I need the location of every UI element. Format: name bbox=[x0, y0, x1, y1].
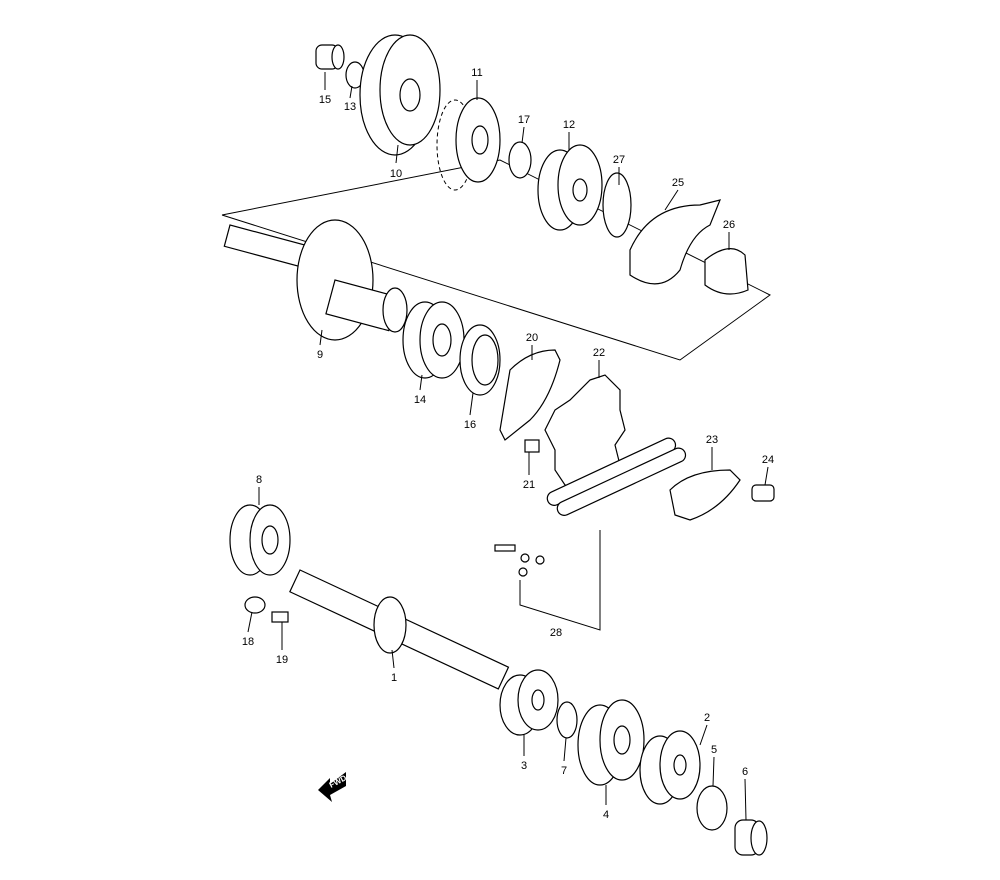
part-16-seal bbox=[459, 324, 501, 396]
part-1-main-shaft bbox=[289, 569, 510, 690]
callout-13: 13 bbox=[344, 101, 356, 113]
part-3-gear bbox=[499, 669, 559, 736]
callout-19: 19 bbox=[276, 654, 288, 666]
part-8-bearing bbox=[229, 504, 291, 576]
leader-lines bbox=[247, 72, 769, 821]
callout-5: 5 bbox=[711, 744, 717, 756]
group-outline bbox=[221, 159, 771, 361]
callout-8: 8 bbox=[256, 474, 262, 486]
part-21-bolt bbox=[524, 439, 540, 453]
part-9-countershaft bbox=[223, 219, 408, 341]
part-2-gear bbox=[639, 730, 701, 805]
callout-27: 27 bbox=[613, 154, 625, 166]
callout-7: 7 bbox=[561, 765, 567, 777]
part-26-seal bbox=[704, 248, 749, 295]
callout-2: 2 bbox=[704, 712, 710, 724]
callout-1: 1 bbox=[391, 672, 397, 684]
part-20-plate bbox=[499, 349, 561, 441]
part-19-screw bbox=[271, 611, 289, 623]
part-7-circlip bbox=[556, 701, 578, 739]
callout-25: 25 bbox=[672, 177, 684, 189]
callout-24: 24 bbox=[762, 454, 774, 466]
callout-16: 16 bbox=[464, 419, 476, 431]
callout-22: 22 bbox=[593, 347, 605, 359]
callout-26: 26 bbox=[723, 219, 735, 231]
part-10-gear bbox=[359, 34, 441, 156]
part-17-circlip bbox=[508, 141, 532, 179]
part-23-lock-plate bbox=[669, 469, 741, 521]
part-14-bearing bbox=[402, 301, 465, 379]
part-4-gear bbox=[577, 699, 645, 786]
callout-12: 12 bbox=[563, 119, 575, 131]
callout-9: 9 bbox=[317, 349, 323, 361]
part-15-bearing bbox=[315, 44, 345, 70]
part-5-washer bbox=[696, 785, 728, 831]
part-18-washer bbox=[244, 596, 266, 614]
callout-18: 18 bbox=[242, 636, 254, 648]
callout-28: 28 bbox=[550, 627, 562, 639]
callout-20: 20 bbox=[526, 332, 538, 344]
callout-3: 3 bbox=[521, 760, 527, 772]
callout-14: 14 bbox=[414, 394, 426, 406]
callout-15: 15 bbox=[319, 94, 331, 106]
callouts: 15 13 10 11 17 12 27 25 26 9 14 16 20 22… bbox=[242, 67, 774, 821]
part-27-circlip bbox=[602, 172, 632, 238]
part-11-gear bbox=[436, 97, 501, 191]
callout-17: 17 bbox=[518, 114, 530, 126]
fwd-arrow-icon: FWD bbox=[318, 772, 348, 802]
callout-11: 11 bbox=[471, 67, 482, 79]
part-6-bearing bbox=[734, 819, 768, 856]
callout-10: 10 bbox=[390, 168, 402, 180]
callout-4: 4 bbox=[603, 809, 609, 821]
part-12-gear bbox=[537, 144, 603, 231]
callout-21: 21 bbox=[523, 479, 535, 491]
part-28-chain bbox=[494, 437, 687, 631]
callout-6: 6 bbox=[742, 766, 748, 778]
part-24-bolt bbox=[751, 484, 775, 502]
callout-23: 23 bbox=[706, 434, 718, 446]
part-25-plate bbox=[629, 199, 721, 285]
